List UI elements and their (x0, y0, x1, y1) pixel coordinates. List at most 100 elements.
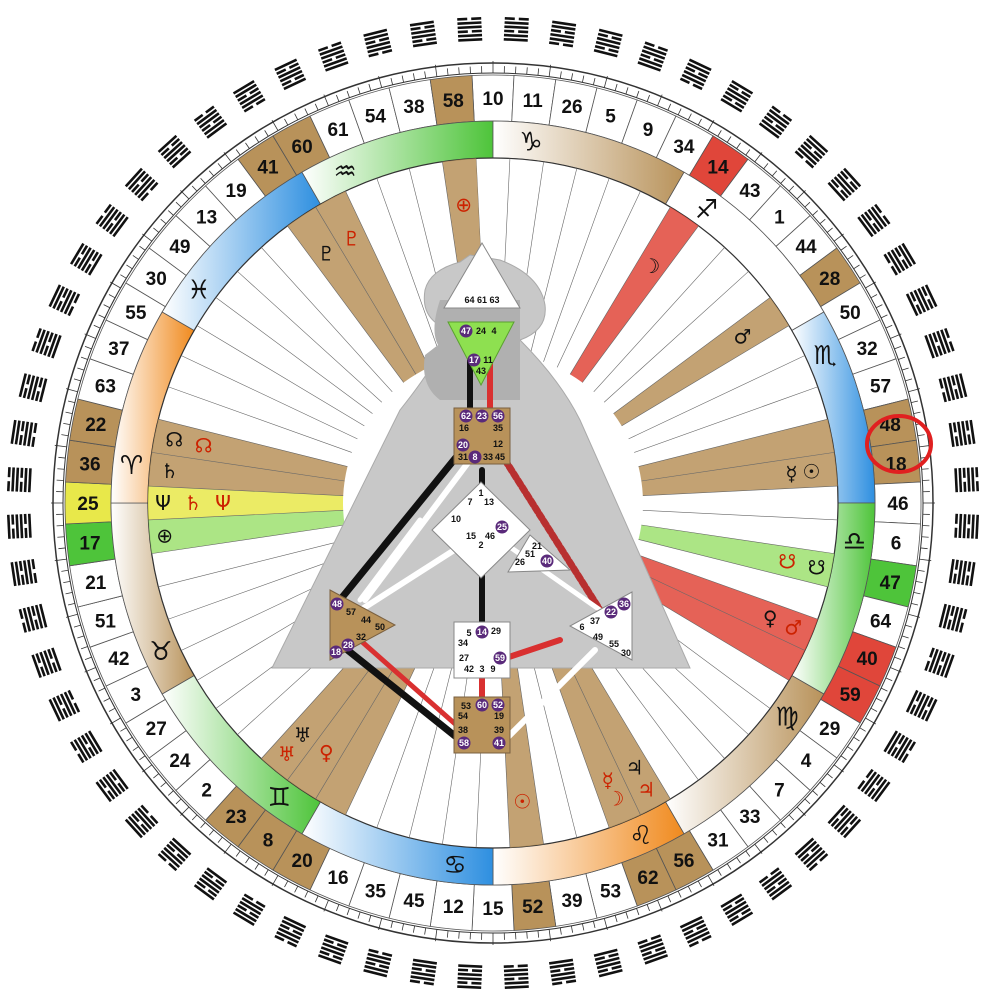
degree-tick (390, 77, 394, 85)
activation-spoke (148, 486, 344, 520)
gate-number: 23 (226, 807, 247, 828)
degree-tick (412, 925, 416, 933)
active-gate-dot (456, 438, 470, 452)
degree-tick (697, 118, 702, 126)
degree-tick (582, 75, 585, 83)
hexagram-icon (637, 934, 669, 965)
hexagram-icon (720, 79, 754, 113)
degree-tick (412, 73, 416, 81)
degree-tick (126, 736, 133, 742)
degree-tick (870, 294, 878, 299)
degree-tick (323, 94, 329, 106)
degree-tick (304, 108, 309, 116)
degree-tick (754, 152, 763, 163)
hexagram-icon (924, 327, 955, 359)
gate-number: 25 (77, 494, 99, 515)
degree-tick (885, 677, 893, 682)
gate-number: 54 (365, 106, 387, 127)
degree-tick (745, 149, 751, 156)
head-gates: 64 61 63 (464, 295, 499, 305)
hexagram-icon (457, 16, 483, 42)
gate-label: 22 (606, 607, 616, 617)
active-gate-dot (468, 450, 482, 464)
spoke-line (543, 178, 610, 362)
spoke-line (628, 566, 806, 651)
degree-tick (796, 806, 806, 816)
hexagram-icon (31, 327, 62, 359)
degree-tick (264, 869, 269, 876)
degree-tick (103, 304, 111, 309)
degree-tick (200, 177, 206, 184)
degree-tick (570, 73, 574, 81)
degree-tick (537, 930, 540, 938)
gate-label: 35 (493, 423, 503, 433)
degree-tick (67, 602, 75, 606)
degree-tick (346, 908, 350, 916)
hexagram-icon (827, 804, 862, 839)
degree-tick (913, 411, 921, 414)
zodiac-sign-icon: ♒ (333, 157, 356, 187)
degree-tick (61, 569, 69, 572)
hexagram-icon (883, 730, 917, 764)
degree-tick (73, 624, 81, 628)
hexagram-icon (857, 203, 891, 238)
degree-tick (401, 75, 404, 83)
spoke-line (641, 452, 835, 482)
planet-icon: Ψ (215, 491, 231, 515)
gate-label: 50 (375, 622, 385, 632)
gate-label: 58 (459, 738, 469, 748)
gate-number: 35 (365, 882, 387, 903)
spoke-line (148, 510, 344, 521)
degree-tick (582, 923, 585, 931)
hexagram-icon (857, 768, 891, 803)
degree-tick (160, 218, 167, 225)
degree-tick (847, 746, 854, 751)
active-gate-dot (540, 554, 554, 568)
zodiac-sign-icon: ♋ (443, 851, 466, 881)
degree-tick (840, 245, 847, 251)
hexagram-icon (503, 964, 529, 990)
degree-tick (235, 850, 241, 857)
active-gate-dot (491, 698, 505, 712)
gate-number: 45 (403, 891, 425, 912)
planet-icon: ♂ (784, 615, 802, 639)
degree-tick (526, 67, 528, 75)
degree-tick (592, 77, 596, 85)
gate-number: 13 (196, 208, 217, 229)
zodiac-sign-icon: ♎ (843, 527, 866, 557)
degree-tick (73, 378, 81, 382)
spoke-line (638, 539, 828, 588)
gate-label: 24 (476, 326, 486, 336)
degree-tick (139, 245, 146, 251)
gate-label: 31 (458, 452, 468, 462)
degree-tick (378, 918, 383, 931)
degree-tick (826, 227, 833, 233)
gate-number: 42 (108, 649, 129, 670)
gate-label: 51 (525, 549, 535, 559)
degree-tick (911, 400, 919, 404)
activation-spoke (638, 419, 835, 481)
spoke-line (168, 553, 352, 620)
gate-label: 11 (483, 355, 493, 365)
gate-label: 52 (493, 700, 503, 710)
planet-icon: ☋ (808, 555, 826, 579)
degree-tick (424, 71, 427, 79)
gate-label: 9 (490, 664, 495, 674)
zodiac-sign-icon: ♐ (695, 195, 718, 225)
gate-label: 53 (461, 701, 471, 711)
hexagram-icon (31, 647, 62, 679)
spoke-line (569, 206, 671, 375)
hexagram-icon (69, 242, 103, 276)
degree-tick (875, 697, 883, 702)
gate-number: 19 (226, 181, 247, 202)
active-gate-dot (475, 625, 489, 639)
gate-number: 43 (739, 181, 760, 202)
activation-spoke (628, 553, 818, 651)
degree-tick (570, 925, 574, 933)
degree-tick (103, 697, 111, 702)
active-gate-dot (604, 605, 618, 619)
degree-tick (526, 931, 528, 939)
hexagram-icon (95, 203, 129, 238)
activation-spoke (315, 191, 429, 375)
